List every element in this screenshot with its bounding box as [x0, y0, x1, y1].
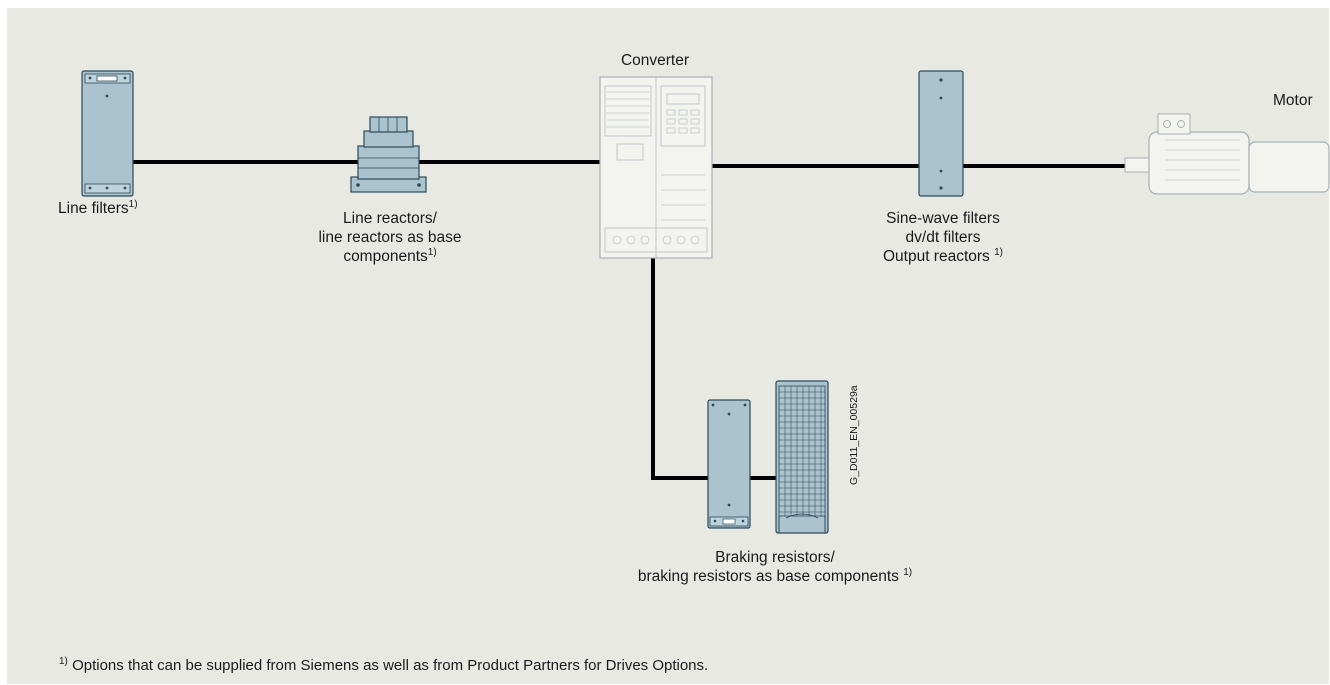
output-filters-label: Sine-wave filters dv/dt filters Output r… [863, 209, 1023, 266]
braking-resistor-module-device [707, 399, 751, 529]
converter-label-text: Converter [620, 52, 690, 69]
output-filters-label-line1: Sine-wave filters [886, 210, 1000, 227]
converter-label: Converter [610, 51, 700, 70]
output-filters-label-line3: Output reactors [882, 248, 990, 265]
line-reactors-label: Line reactors/ line reactors as base com… [310, 209, 470, 266]
connection-lines [133, 160, 1125, 480]
line-reactors-label-line1: Line reactors/ [343, 210, 437, 227]
footnote-text: Options that can be supplied from Siemen… [72, 657, 709, 674]
converter-to-braking-resistor-cable [651, 258, 708, 480]
line-reactors-label-line3: components [343, 248, 428, 265]
line-filters-note: 1) [128, 199, 138, 210]
motor-label-text: Motor [1273, 92, 1313, 109]
motor-label: Motor [1273, 91, 1330, 110]
braking-resistors-label-line2-wrap: braking resistors as base components 1) [600, 567, 950, 586]
line-filter-device [81, 70, 134, 197]
line-reactors-note: 1) [427, 247, 437, 258]
braking-resistors-label: Braking resistors/ braking resistors as … [600, 548, 950, 586]
line-reactors-label-line3-wrap: components1) [310, 247, 470, 266]
figure-code: G_D011_EN_00529a [848, 385, 860, 485]
motor-device [1124, 113, 1330, 195]
footnote-mark: 1) [59, 656, 68, 667]
braking-resistors-note: 1) [903, 567, 913, 578]
output-filters-note: 1) [994, 247, 1004, 258]
braking-resistor-grille-device [775, 380, 829, 534]
line-reactors-label-line2: line reactors as base [318, 229, 462, 246]
line-filters-label: Line filters1) [58, 199, 138, 218]
line-reactor-device [350, 116, 427, 193]
output-filters-label-line2: dv/dt filters [905, 229, 981, 246]
output-filter-device [918, 70, 964, 197]
line-filters-label-text: Line filters [58, 200, 129, 217]
braking-resistors-label-line1: Braking resistors/ [715, 549, 835, 566]
output-filters-label-line3-wrap: Output reactors 1) [863, 247, 1023, 266]
converter-device [599, 76, 713, 259]
braking-resistors-label-line2: braking resistors as base components [637, 568, 899, 585]
footnote: 1) Options that can be supplied from Sie… [59, 656, 709, 675]
